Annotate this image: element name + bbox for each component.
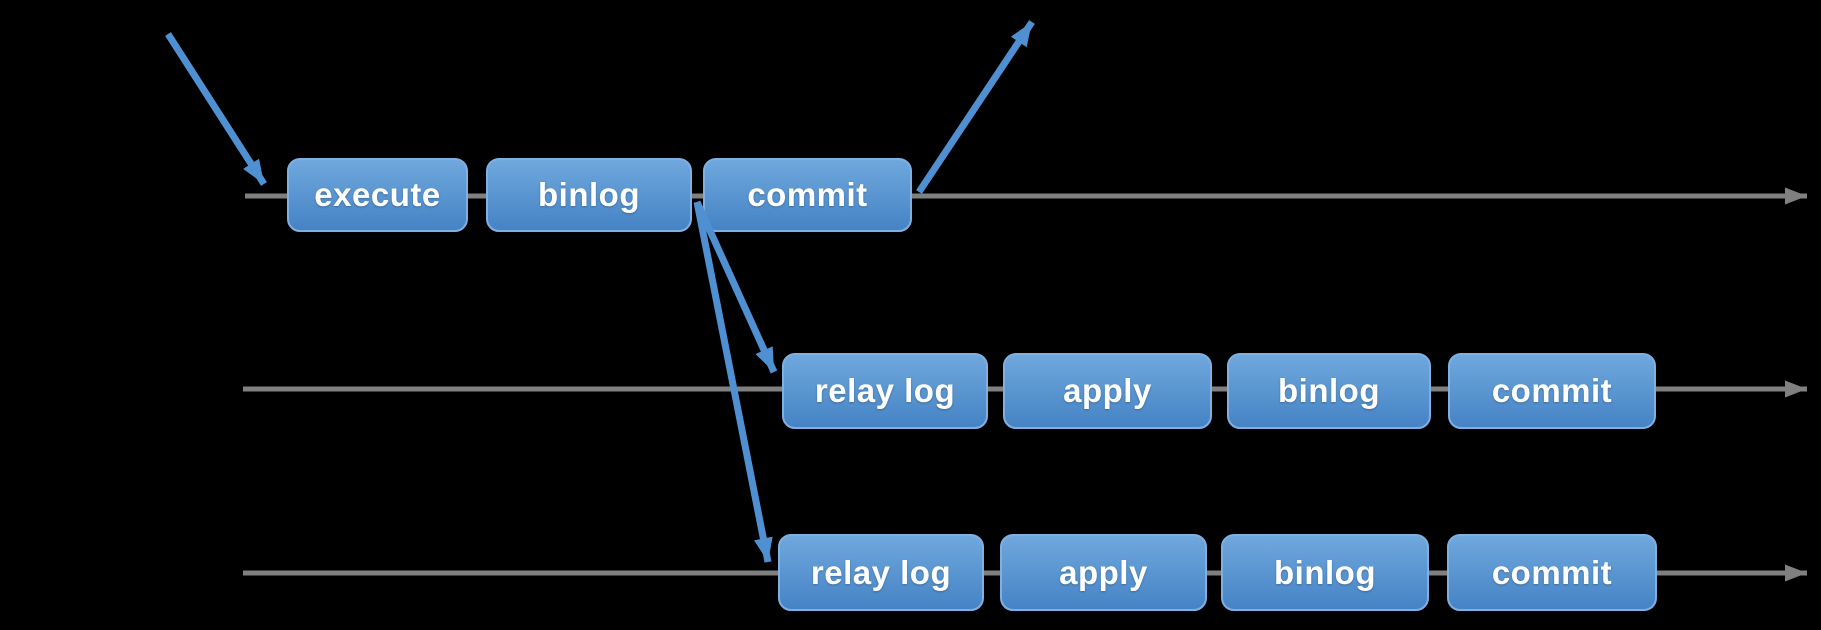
- replica2-commit-label: commit: [1491, 553, 1613, 591]
- replica2-relaylog-label: relay log: [810, 553, 952, 591]
- replica1-apply-box: apply: [1003, 353, 1212, 429]
- master-execute-box: execute: [287, 158, 468, 232]
- replica1-binlog-box: binlog: [1227, 353, 1431, 429]
- replica2-commit-box: commit: [1447, 534, 1657, 611]
- replica1-relaylog-box: relay log: [782, 353, 988, 429]
- replica1-apply-label: apply: [1063, 372, 1152, 409]
- replica1-binlog-label: binlog: [1278, 372, 1380, 409]
- master-commit-label: commit: [747, 176, 868, 213]
- replica2-apply-label: apply: [1059, 553, 1148, 591]
- replica1-commit-label: commit: [1491, 372, 1613, 409]
- replica2-apply-box: apply: [1000, 534, 1207, 611]
- master-commit-box: commit: [703, 158, 912, 232]
- master-execute-label: execute: [314, 176, 441, 213]
- replica2-binlog-box: binlog: [1221, 534, 1429, 611]
- master-binlog-box: binlog: [486, 158, 692, 232]
- master-binlog-label: binlog: [538, 176, 640, 213]
- replica1-relaylog-label: relay log: [814, 372, 956, 409]
- replica2-relaylog-box: relay log: [778, 534, 984, 611]
- replica1-commit-box: commit: [1448, 353, 1656, 429]
- replica2-binlog-label: binlog: [1274, 553, 1376, 591]
